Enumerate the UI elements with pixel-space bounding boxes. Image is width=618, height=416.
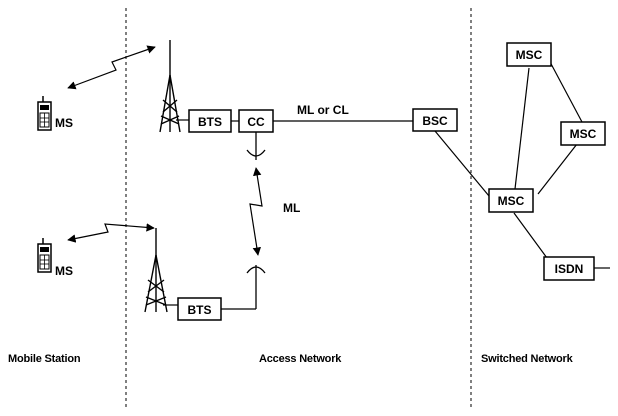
mobile-phone-icon <box>37 96 52 131</box>
svg-text:ISDN: ISDN <box>555 262 584 276</box>
bts-bottom-box: BTS <box>177 297 222 321</box>
isdn-box: ISDN <box>543 256 595 281</box>
ms-top-label: MS <box>55 116 73 130</box>
cc-box: CC <box>238 109 274 133</box>
svg-text:BSC: BSC <box>422 114 448 128</box>
section-label-access-network: Access Network <box>259 353 342 365</box>
svg-text:MSC: MSC <box>570 127 597 141</box>
radio-link-icon <box>67 45 156 90</box>
svg-text:BTS: BTS <box>188 303 212 317</box>
switched-links <box>434 59 610 269</box>
ms-bottom-label: MS <box>55 264 73 278</box>
msc-right-box: MSC <box>560 121 606 146</box>
mobile-phone-icon <box>37 238 52 273</box>
radio-link-icon <box>67 223 155 243</box>
svg-text:BTS: BTS <box>198 115 222 129</box>
antenna-tower-icon <box>144 228 168 313</box>
radio-link-icon <box>249 167 263 256</box>
msc-center-box: MSC <box>488 188 534 213</box>
microwave-dish-icon <box>246 132 266 160</box>
cc-bsc-link-label: ML or CL <box>297 103 349 117</box>
svg-text:MSC: MSC <box>516 48 543 62</box>
svg-text:CC: CC <box>247 115 265 129</box>
section-label-switched-network: Switched Network <box>481 353 574 365</box>
microwave-dish-icon <box>221 265 266 310</box>
bsc-box: BSC <box>412 108 458 132</box>
msc-top-box: MSC <box>506 42 552 67</box>
svg-text:MSC: MSC <box>498 194 525 208</box>
microwave-link-label: ML <box>283 201 300 215</box>
section-label-mobile-station: Mobile Station <box>8 353 81 365</box>
antenna-tower-icon <box>159 40 181 133</box>
bts-top-box: BTS <box>188 109 232 133</box>
